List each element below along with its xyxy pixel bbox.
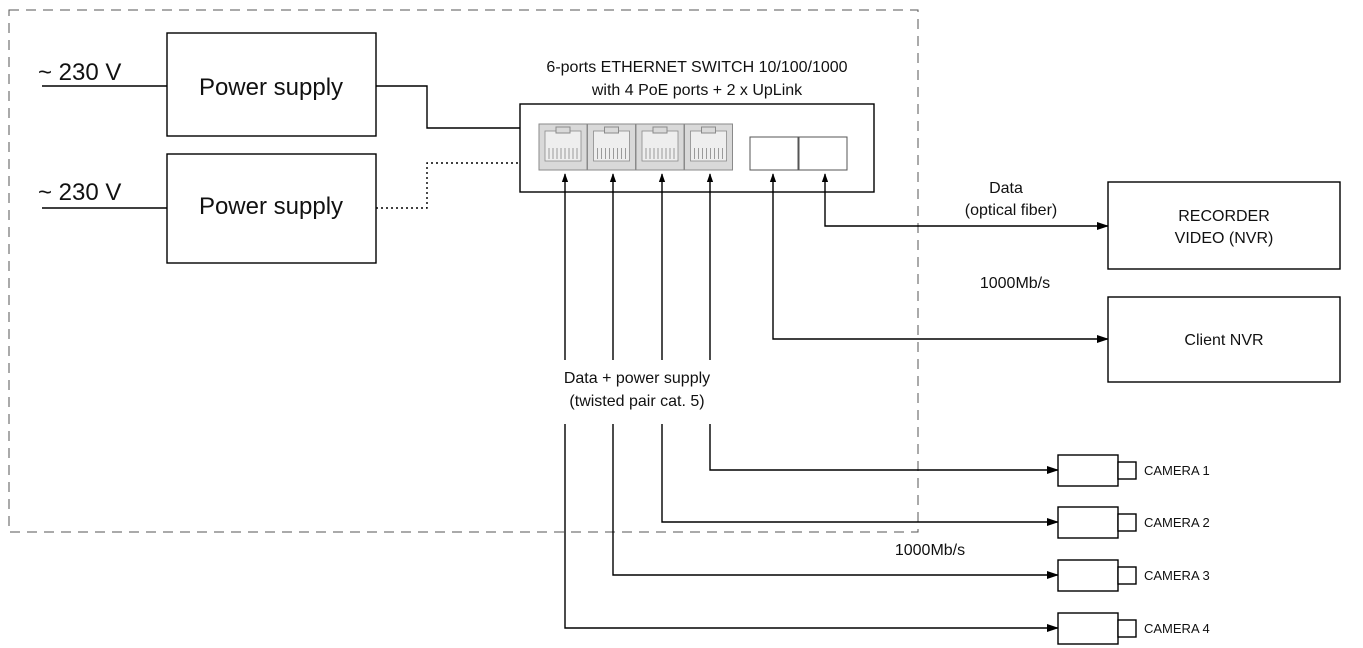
switch-title-line1: 6-ports ETHERNET SWITCH 10/100/1000 <box>546 59 847 76</box>
fiber-label-line1: Data <box>989 180 1023 197</box>
installation-boundary <box>8 9 919 533</box>
power-supply-label-2: Power supply <box>199 193 343 220</box>
mains-voltage-label-1: ~ 230 V <box>38 59 121 86</box>
uplink-ports <box>749 136 848 171</box>
ethernet-switch <box>519 103 875 193</box>
camera-label-4: CAMERA 4 <box>1144 621 1210 636</box>
power-supply-label-1: Power supply <box>199 74 343 101</box>
camera-2: CAMERA 2 <box>1057 506 1210 539</box>
uplink-speed-label: 1000Mb/s <box>980 275 1050 292</box>
poe-label-line1: Data + power supply <box>564 370 710 387</box>
power-link-solid <box>376 85 520 129</box>
camera-4-wire <box>564 424 1059 632</box>
poe-ports <box>538 123 733 171</box>
camera-label-3: CAMERA 3 <box>1144 568 1210 583</box>
power-link-redundant <box>376 162 520 209</box>
switch-title-line2: with 4 PoE ports + 2 x UpLink <box>591 82 803 99</box>
camera-3-wire <box>612 424 1059 579</box>
camera-label-2: CAMERA 2 <box>1144 515 1210 530</box>
camera-2-wire <box>661 424 1059 526</box>
power-supply-2: Power supply <box>166 153 377 264</box>
camera-1: CAMERA 1 <box>1057 454 1210 487</box>
poe-label-line2: (twisted pair cat. 5) <box>569 393 704 410</box>
poe-port-3 <box>635 123 685 171</box>
camera-label-1: CAMERA 1 <box>1144 463 1210 478</box>
mains-input-1: ~ 230 V <box>38 59 167 87</box>
poe-port-2 <box>587 123 636 171</box>
fiber-label-line2: (optical fiber) <box>965 202 1057 219</box>
poe-port-1 <box>538 123 588 171</box>
camera-4: CAMERA 4 <box>1057 612 1210 645</box>
poe-port-4 <box>684 123 733 171</box>
uplink-client-wire <box>769 173 1109 343</box>
client-nvr-label: Client NVR <box>1184 332 1263 349</box>
camera-1-wire <box>709 424 1059 474</box>
uplink-port-1 <box>749 136 799 171</box>
recorder-nvr: RECORDER VIDEO (NVR) <box>1107 181 1341 270</box>
recorder-label-line1: RECORDER <box>1178 208 1270 225</box>
client-nvr: Client NVR <box>1107 296 1341 383</box>
camera-3: CAMERA 3 <box>1057 559 1210 592</box>
recorder-label-line2: VIDEO (NVR) <box>1175 230 1274 247</box>
mains-voltage-label-2: ~ 230 V <box>38 179 121 206</box>
camera-speed-label: 1000Mb/s <box>895 542 965 559</box>
mains-input-2: ~ 230 V <box>38 179 167 209</box>
power-supply-1: Power supply <box>166 32 377 137</box>
uplink-port-2 <box>798 136 848 171</box>
